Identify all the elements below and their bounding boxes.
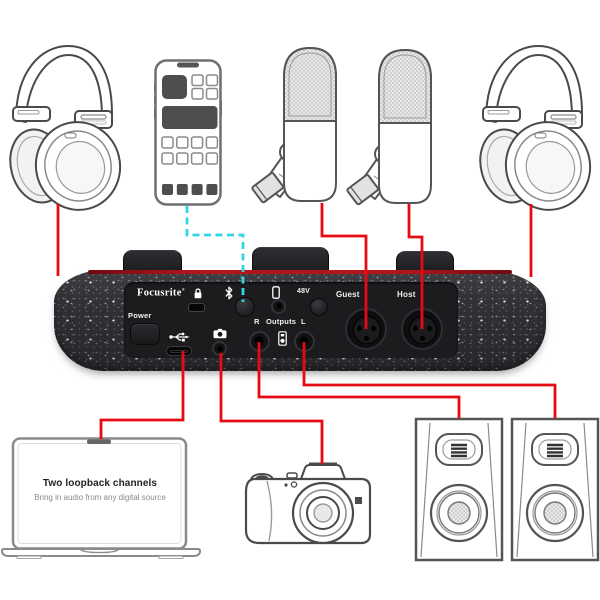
output-r-label: R <box>254 317 260 326</box>
top-accent-strip <box>88 270 512 274</box>
outputs-label: Outputs <box>266 317 297 326</box>
headphones-left-illustration <box>8 40 123 212</box>
laptop-illustration <box>1 437 201 559</box>
studio-monitor-right-illustration <box>510 417 600 563</box>
guest-xlr-input <box>345 308 387 350</box>
usb-icon <box>169 332 190 342</box>
host-input-label: Host <box>397 290 416 299</box>
power-button <box>130 323 160 345</box>
registered-mark: ® <box>181 287 185 292</box>
kensington-lock-icon <box>194 288 202 299</box>
phantom-power-button <box>310 298 328 316</box>
headphones-icon <box>9 45 122 211</box>
camera-icon <box>213 328 227 339</box>
phone-icon <box>272 286 280 299</box>
guest-input-label: Guest <box>336 290 360 299</box>
usb-c-port <box>166 346 192 356</box>
studio-monitor-icon <box>510 417 600 562</box>
studio-monitor-left-illustration <box>414 417 504 563</box>
bluetooth-button <box>235 297 255 317</box>
output-r-jack <box>248 330 270 352</box>
output-l-label: L <box>301 317 306 326</box>
power-label: Power <box>128 311 152 320</box>
microphone-guest-illustration <box>250 45 338 205</box>
smartphone-icon <box>154 59 222 206</box>
rear-panel: Focusrite® 48V Guest Host Power <box>124 282 458 358</box>
bluetooth-icon <box>225 286 233 300</box>
phone-aux-jack <box>271 298 286 314</box>
phantom-power-label: 48V <box>297 288 311 295</box>
smartphone-illustration <box>154 59 222 206</box>
loopback-title: Two loopback channels <box>42 478 158 489</box>
headphones-right-illustration <box>478 40 593 212</box>
output-l-jack <box>293 330 315 352</box>
dslr-camera-icon <box>244 462 372 545</box>
studio-monitor-icon <box>414 417 504 562</box>
camera-illustration <box>243 461 373 561</box>
kensington-slot <box>188 303 205 312</box>
monitor-speaker-icon <box>278 331 287 346</box>
loopback-subtitle: Bring in audio from any digital source <box>34 493 166 502</box>
host-xlr-input <box>401 308 443 350</box>
microphone-icon <box>251 46 337 204</box>
headphones-icon <box>479 45 592 211</box>
laptop-icon <box>1 437 201 559</box>
focusrite-logo: Focusrite® <box>137 287 185 299</box>
laptop-screen-message: Two loopback channels Bring in audio fro… <box>14 478 186 502</box>
microphone-icon <box>346 48 432 206</box>
microphone-host-illustration <box>345 47 433 207</box>
camera-output-jack <box>212 341 227 356</box>
